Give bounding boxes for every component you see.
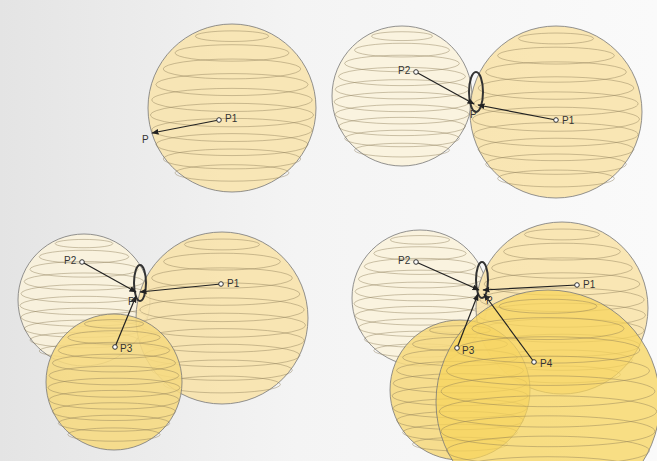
sphere-outline xyxy=(46,314,182,450)
sphere xyxy=(46,314,182,450)
sphere-outline xyxy=(332,26,472,166)
latitude-line xyxy=(84,320,143,329)
latitude-line xyxy=(474,92,638,116)
distance-vector xyxy=(484,294,534,362)
latitude-line xyxy=(518,33,593,44)
point-label: P xyxy=(486,296,493,306)
latitude-line xyxy=(478,77,634,99)
latitude-line xyxy=(334,92,470,112)
station-point xyxy=(554,118,559,123)
station-point xyxy=(414,260,419,265)
latitude-line xyxy=(486,154,627,174)
point-label: P3 xyxy=(462,346,474,356)
sphere-outline xyxy=(470,26,642,198)
latitude-line xyxy=(524,229,599,240)
latitude-line xyxy=(58,415,169,431)
latitude-line xyxy=(156,74,308,96)
station-point xyxy=(414,70,419,75)
point-label: P1 xyxy=(562,116,574,126)
distance-vector xyxy=(152,120,219,133)
point-label: P2 xyxy=(398,66,410,76)
distance-vector xyxy=(416,72,474,104)
station-point xyxy=(113,345,118,350)
latitude-line xyxy=(472,318,624,340)
intersection-circle xyxy=(476,262,488,298)
sphere-outline xyxy=(148,24,316,192)
latitude-line xyxy=(390,236,449,245)
point-label: P xyxy=(128,297,135,307)
latitude-line xyxy=(49,366,179,385)
latitude-line xyxy=(152,88,312,111)
latitude-line xyxy=(474,123,638,147)
latitude-line xyxy=(354,143,449,157)
latitude-line xyxy=(473,107,640,131)
sphere xyxy=(436,290,657,461)
sphere-outline xyxy=(436,290,657,461)
latitude-line xyxy=(175,165,289,181)
latitude-line xyxy=(498,170,615,187)
point-label: P1 xyxy=(225,114,237,124)
latitude-line xyxy=(355,282,485,301)
spheres xyxy=(18,24,657,461)
station-point xyxy=(217,118,222,123)
distance-vector xyxy=(140,284,221,292)
sphere xyxy=(470,26,642,198)
sphere xyxy=(332,26,472,166)
latitude-line xyxy=(447,436,650,461)
point-label: P4 xyxy=(540,359,552,369)
point-label: P2 xyxy=(398,256,410,266)
point-label: P xyxy=(142,135,149,145)
latitude-line xyxy=(439,396,656,427)
latitude-line xyxy=(163,149,301,169)
latitude-line xyxy=(371,32,432,41)
point-label: P1 xyxy=(227,279,239,289)
latitude-line xyxy=(139,313,306,337)
latitude-line xyxy=(354,294,486,313)
latitude-line xyxy=(456,457,639,461)
latitude-line xyxy=(441,376,655,407)
latitude-line xyxy=(68,428,160,441)
latitude-line xyxy=(151,103,314,127)
intersection-circle xyxy=(134,265,146,301)
distance-vector xyxy=(457,294,478,348)
point-label: P3 xyxy=(120,344,132,354)
latitude-line xyxy=(195,31,268,42)
station-point xyxy=(575,283,580,288)
sphere xyxy=(148,24,316,192)
distance-vector xyxy=(483,285,577,290)
station-point xyxy=(455,346,460,351)
station-point xyxy=(80,260,85,265)
distance-vector xyxy=(115,296,136,347)
latitude-line xyxy=(358,270,481,288)
station-point xyxy=(532,360,537,365)
latitude-line xyxy=(24,273,144,290)
latitude-line xyxy=(447,356,650,385)
latitude-line xyxy=(499,299,597,313)
distance-vector xyxy=(478,105,556,120)
station-point xyxy=(219,282,224,287)
point-label: P2 xyxy=(64,256,76,266)
latitude-line xyxy=(335,105,469,124)
latitude-line xyxy=(52,354,175,372)
latitude-line xyxy=(140,298,304,322)
latitude-line xyxy=(345,130,460,147)
latitude-line xyxy=(55,239,113,247)
latitude-line xyxy=(48,378,180,397)
point-label: P1 xyxy=(583,280,595,290)
latitude-line xyxy=(441,416,655,447)
distance-vector xyxy=(82,262,136,292)
latitude-line xyxy=(335,80,469,99)
point-label: P xyxy=(470,110,477,120)
latitude-line xyxy=(184,239,259,250)
distance-vector xyxy=(416,262,479,290)
latitude-line xyxy=(49,390,179,409)
